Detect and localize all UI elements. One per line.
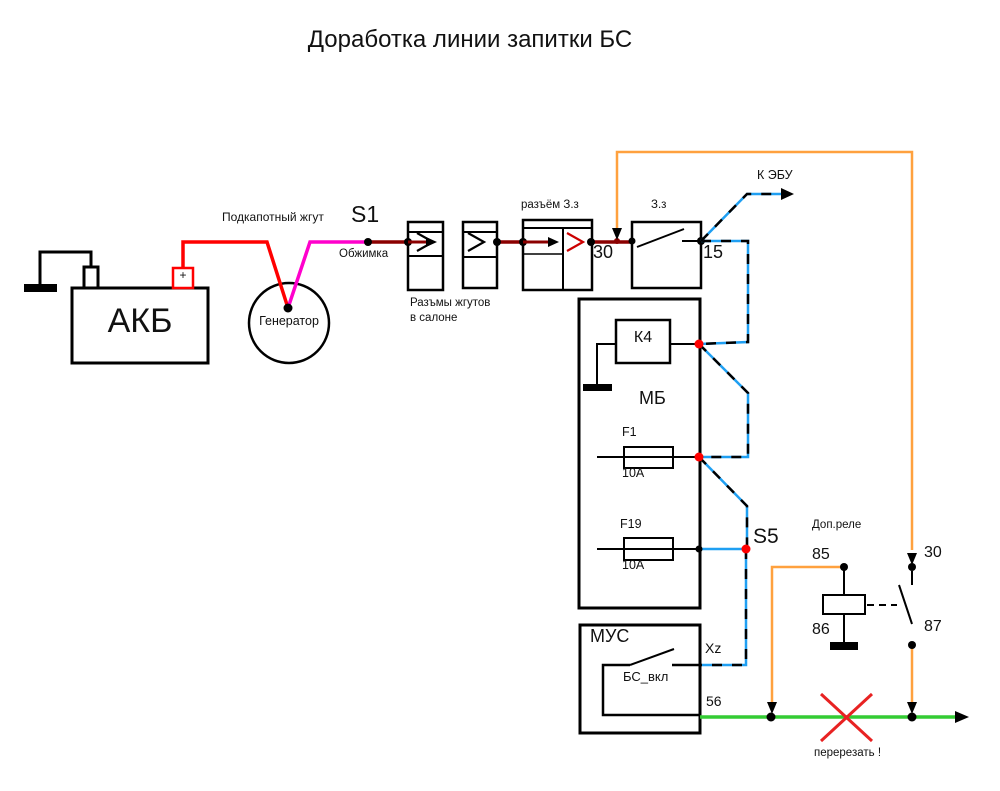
ignition-connector xyxy=(521,218,594,292)
battery-positive-wire xyxy=(181,240,290,309)
aux-relay-terminal-85: 85 xyxy=(812,546,830,563)
ignition-connector-caption: разъём З.з xyxy=(521,199,579,211)
cabin-connectors-caption-line2: в салоне xyxy=(410,312,458,324)
mus-terminal-xz: Xz xyxy=(705,640,722,656)
cabin-connector-1 xyxy=(406,220,445,292)
harness-label: Подкапотный жгут xyxy=(222,210,324,224)
cabin-connector-2 xyxy=(461,220,499,290)
mus-switch-label: БС_вкл xyxy=(623,669,669,684)
mus-symbol xyxy=(578,623,702,735)
fuse-f19-label: F19 xyxy=(620,517,642,531)
fuse-box-caption: МБ xyxy=(639,388,666,408)
aux-relay-terminal-30: 30 xyxy=(924,544,942,561)
to-ecu-label: К ЭБУ xyxy=(757,168,793,182)
cabin-connectors-caption-line1: Разъмы жгутов xyxy=(410,297,491,309)
ignition-switch-caption: З.з xyxy=(651,199,667,211)
splice-dots xyxy=(694,339,751,554)
aux-relay-terminal-87: 87 xyxy=(924,618,942,635)
generator-symbol xyxy=(247,281,331,365)
fuse-f1-label: F1 xyxy=(622,425,637,439)
splice-s1-label: S1 xyxy=(351,201,380,227)
ignition-switch-symbol xyxy=(628,220,705,290)
fuse-f1-rating: 10A xyxy=(622,466,645,480)
mus-terminal-56: 56 xyxy=(706,693,722,709)
aux-relay-terminal-86: 86 xyxy=(812,621,830,638)
mus-caption: МУС xyxy=(590,626,630,646)
terminal-15-label: 15 xyxy=(703,242,724,262)
battery-plus-sign: + xyxy=(179,268,187,282)
fuse-f19-rating: 10A xyxy=(622,558,645,572)
page-title: Доработка линии запитки БС xyxy=(307,26,633,53)
generator-label: Генератор xyxy=(259,314,319,328)
bs-green-wire xyxy=(700,711,969,723)
splice-s1-note: Обжимка xyxy=(339,248,389,260)
aux-relay-caption: Доп.реле xyxy=(812,519,862,531)
cut-mark-x xyxy=(819,692,874,743)
splice-s5-label: S5 xyxy=(753,525,779,548)
relay-k4-label: К4 xyxy=(633,329,653,346)
aux-relay-symbol xyxy=(822,563,916,650)
added-orange-wires xyxy=(612,150,917,714)
terminal-30-label: 30 xyxy=(593,242,614,262)
cut-note: перерезать ! xyxy=(814,747,882,759)
ignition-feed-wires xyxy=(698,188,794,667)
generator-output-wire xyxy=(283,240,368,313)
fuse-box-symbol xyxy=(577,297,702,610)
battery-label: АКБ xyxy=(107,302,173,340)
